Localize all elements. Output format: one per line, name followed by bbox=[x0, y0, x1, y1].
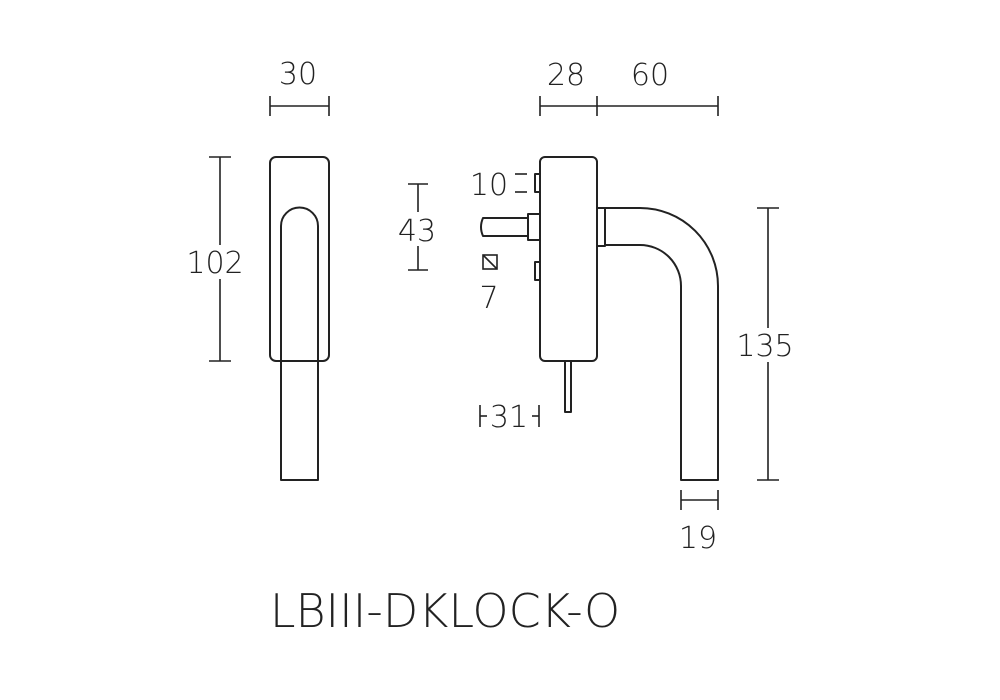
lock-key bbox=[564, 360, 572, 413]
dim-label-front-width: 30 bbox=[279, 57, 317, 92]
dim-lever-length: 135 bbox=[736, 207, 794, 481]
upper-lug bbox=[534, 173, 541, 193]
dim-label-front-height: 102 bbox=[186, 246, 243, 281]
dim-front-width: 30 bbox=[269, 57, 330, 116]
dim-label-lever-thickness: 19 bbox=[679, 521, 717, 556]
dim-lever-thickness: 19 bbox=[679, 490, 719, 556]
dim-label-lever-projection: 60 bbox=[631, 58, 669, 93]
dim-spindle-spacing: 43 bbox=[398, 183, 436, 271]
dim-label-spindle-spacing: 43 bbox=[398, 214, 436, 249]
dim-spindle-offset: 10 bbox=[470, 168, 527, 203]
product-code: LBIII-DKLOCK-O bbox=[270, 584, 620, 638]
dim-label-key-length: 31 bbox=[490, 400, 528, 435]
side-rose bbox=[539, 156, 598, 362]
dim-key-length: 31 bbox=[479, 400, 540, 435]
dim-spindle-square: 7 bbox=[479, 254, 499, 316]
side-view bbox=[480, 156, 719, 481]
lower-lug bbox=[534, 261, 541, 281]
dim-label-spindle-square: 7 bbox=[479, 281, 498, 316]
dim-rose-depth: 28 bbox=[539, 58, 598, 116]
dim-label-rose-depth: 28 bbox=[547, 58, 585, 93]
front-rose bbox=[269, 156, 330, 362]
dim-label-lever-length: 135 bbox=[736, 329, 793, 364]
spindle-collar bbox=[527, 213, 541, 241]
square-spindle-icon bbox=[482, 254, 498, 270]
dim-label-spindle-offset: 10 bbox=[470, 168, 508, 203]
dim-lever-projection: 60 bbox=[597, 58, 719, 116]
side-lever bbox=[605, 207, 719, 481]
dim-front-height: 102 bbox=[186, 156, 244, 362]
spindle bbox=[480, 217, 528, 237]
front-view bbox=[269, 156, 330, 481]
lever-base bbox=[596, 207, 606, 247]
front-lever bbox=[280, 206, 319, 481]
